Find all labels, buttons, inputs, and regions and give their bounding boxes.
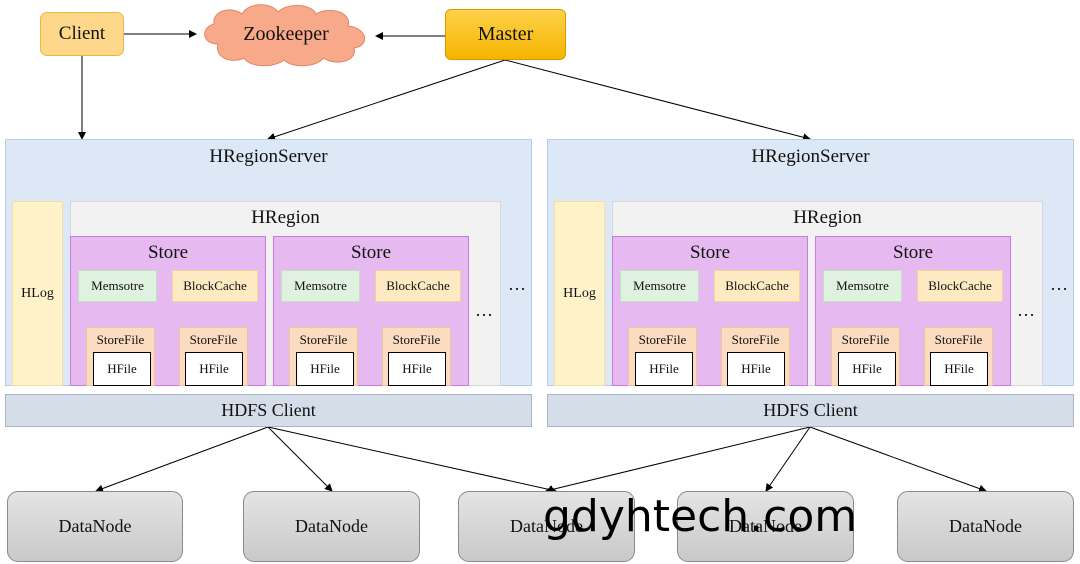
memstore-1-1: Memsotre bbox=[78, 270, 157, 302]
storefile-2-2-b-label: StoreFile bbox=[934, 332, 983, 347]
hfile-1-1-b: HFile bbox=[185, 352, 243, 386]
storefile-2-1-b-label: StoreFile bbox=[731, 332, 780, 347]
master-label: Master bbox=[477, 23, 534, 45]
blockcache-2-2: BlockCache bbox=[917, 270, 1003, 302]
arrow-hdfs-left-dn3 bbox=[267, 426, 557, 494]
arrow-hdfs-right-dn5 bbox=[809, 426, 987, 493]
datanode-4: DataNode bbox=[677, 491, 854, 562]
datanode-5: DataNode bbox=[897, 491, 1074, 562]
arrow-hdfs-left-dn1 bbox=[95, 426, 269, 493]
arrow-master-server-left bbox=[267, 59, 506, 141]
storefile-1-2-a-label: StoreFile bbox=[299, 332, 348, 347]
hregion-1-title: HRegion bbox=[251, 207, 320, 228]
arrow-hdfs-right-dn4 bbox=[765, 426, 811, 492]
datanode-3: DataNode bbox=[458, 491, 635, 562]
zookeeper-label: Zookeeper bbox=[243, 22, 329, 45]
storefile-1-2-b-label: StoreFile bbox=[392, 332, 441, 347]
client-label: Client bbox=[58, 23, 106, 44]
store-1-2-title: Store bbox=[350, 242, 392, 263]
storefile-2-2-a-label: StoreFile bbox=[841, 332, 890, 347]
hregionserver-2-title: HRegionServer bbox=[751, 146, 870, 167]
hlog-2: HLog bbox=[554, 201, 605, 386]
hfile-2-2-b: HFile bbox=[930, 352, 988, 386]
hfile-1-2-b: HFile bbox=[388, 352, 446, 386]
arrow-hdfs-left-dn2 bbox=[267, 426, 333, 492]
region-ellipsis-1: … bbox=[508, 273, 528, 294]
blockcache-2-1: BlockCache bbox=[714, 270, 800, 302]
memstore-2-2: Memsotre bbox=[823, 270, 902, 302]
client-node: Client bbox=[40, 12, 124, 56]
hfile-2-2-a: HFile bbox=[838, 352, 896, 386]
memstore-1-2: Memsotre bbox=[281, 270, 360, 302]
zookeeper-cloud-icon bbox=[204, 4, 365, 67]
hfile-2-1-a: HFile bbox=[635, 352, 693, 386]
hfile-1-1-a: HFile bbox=[93, 352, 151, 386]
arrow-master-server-right bbox=[504, 59, 811, 142]
blockcache-1-1: BlockCache bbox=[172, 270, 258, 302]
datanode-2: DataNode bbox=[243, 491, 420, 562]
hfile-1-2-a: HFile bbox=[296, 352, 354, 386]
store-1-1-title: Store bbox=[147, 242, 189, 263]
store-ellipsis-1: … bbox=[475, 299, 495, 320]
store-ellipsis-2: … bbox=[1017, 299, 1037, 320]
hdfs-client-2: HDFS Client bbox=[547, 394, 1074, 427]
store-2-2-title: Store bbox=[892, 242, 934, 263]
memstore-2-1: Memsotre bbox=[620, 270, 699, 302]
hregion-2-title: HRegion bbox=[793, 207, 862, 228]
hregionserver-1-title: HRegionServer bbox=[209, 146, 328, 167]
master-node: Master bbox=[445, 9, 566, 60]
hlog-1: HLog bbox=[12, 201, 63, 386]
region-ellipsis-2: … bbox=[1050, 273, 1070, 294]
store-2-1-title: Store bbox=[689, 242, 731, 263]
storefile-1-1-a-label: StoreFile bbox=[96, 332, 145, 347]
blockcache-1-2: BlockCache bbox=[375, 270, 461, 302]
storefile-1-1-b-label: StoreFile bbox=[189, 332, 238, 347]
watermark-text: gdyhtech.com bbox=[543, 491, 858, 542]
storefile-2-1-a-label: StoreFile bbox=[638, 332, 687, 347]
datanode-1: DataNode bbox=[7, 491, 183, 562]
hfile-2-1-b: HFile bbox=[727, 352, 785, 386]
hdfs-client-1: HDFS Client bbox=[5, 394, 532, 427]
arrow-hdfs-right-dn3 bbox=[545, 426, 811, 494]
